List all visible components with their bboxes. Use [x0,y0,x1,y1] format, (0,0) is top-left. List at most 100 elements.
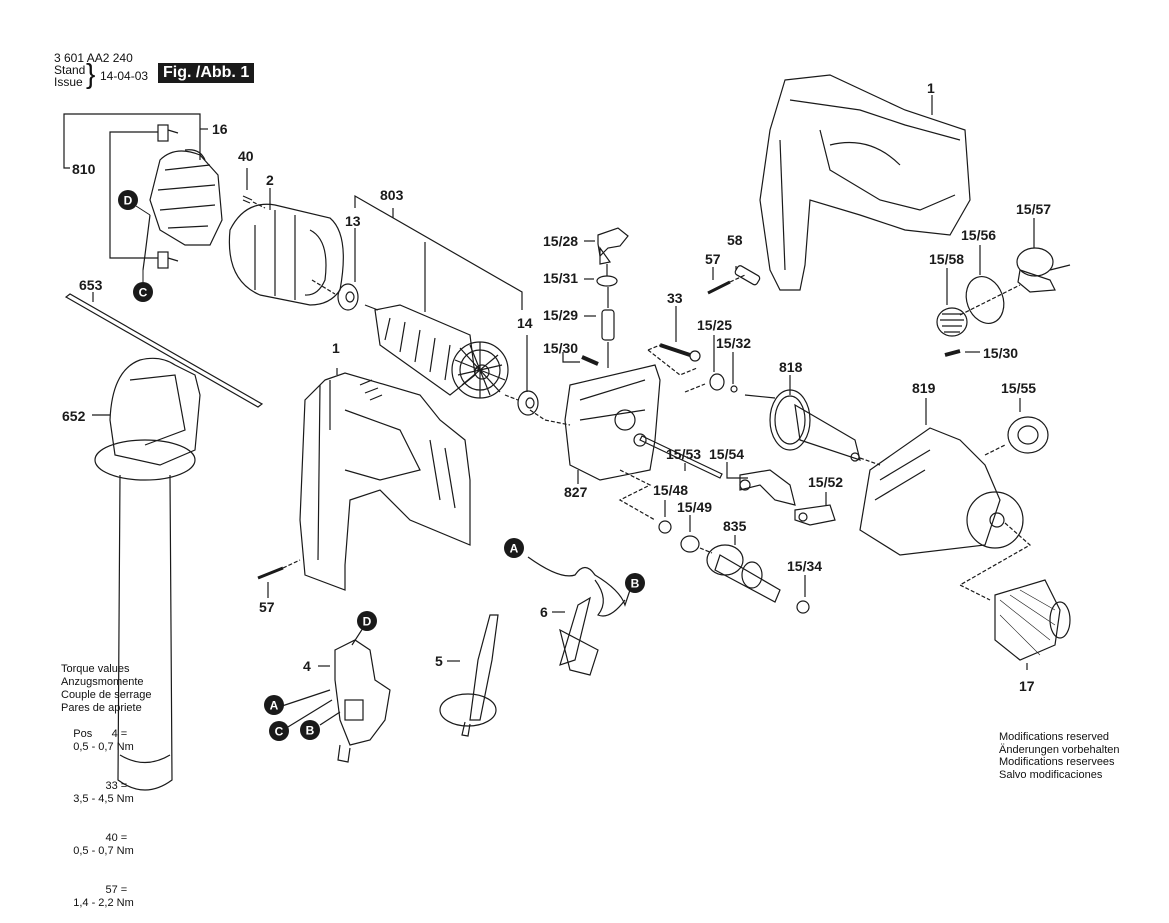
callout-15-29: 15/29 [543,307,578,323]
callout-653: 653 [79,277,103,293]
switch-4-part [281,627,391,763]
svg-text:B: B [631,577,640,591]
torque-value: 1,4 - 2,2 Nm [73,897,134,909]
connector-b-switch: B [300,720,320,740]
screw-57-left-part [257,559,301,598]
housing-half-left-part [299,368,471,591]
torque-values-block: Torque values Anzugsmomente Couple de se… [61,663,152,923]
mode-selector-parts [936,218,1071,357]
svg-text:C: C [139,286,148,300]
callout-15-54: 15/54 [709,446,744,462]
part-number: 3 601 AA2 240 [54,51,133,65]
torque-title-de: Anzugsmomente [61,676,144,688]
plate-15-52-part [794,492,836,526]
switch-lock-58-part [707,265,761,295]
callout-810: 810 [72,161,96,177]
callout-2: 2 [266,172,274,188]
torque-row: 40 = 0,5 - 0,7 Nm [61,819,152,871]
bracket-803 [354,194,523,312]
spindle-835-part [699,535,781,603]
callout-15-34: 15/34 [787,558,822,574]
bearing-13-part [337,228,359,311]
torque-pos: 57 = [105,884,128,896]
connector-c-switch: C [269,721,289,741]
callout-15-31: 15/31 [543,270,578,286]
callout-818: 818 [779,359,803,375]
gear-shaft-818-part [744,375,881,466]
brush-holder-part [142,124,223,271]
svg-text:D: D [124,194,133,208]
modifications-notice: Modifications reserved Änderungen vorbeh… [999,731,1119,781]
torque-pos: 33 = [105,780,128,792]
callout-803: 803 [380,187,404,203]
callout-58: 58 [727,232,743,248]
torque-row: 57 = 1,4 - 2,2 Nm [61,871,152,923]
torque-row: 33 = 3,5 - 4,5 Nm [61,767,152,819]
callout-15-55: 15/55 [1001,380,1036,396]
chuck-17-part [994,579,1071,670]
callout-819: 819 [912,380,936,396]
stator-part [228,188,344,306]
callout-57-left: 57 [259,599,275,615]
callout-15-28: 15/28 [543,233,578,249]
torque-value: 0,5 - 0,7 Nm [73,741,134,753]
torque-title-en: Torque values [61,663,130,675]
callout-labels: 1 1 2 4 5 6 13 14 16 17 33 40 57 57 58 6… [62,80,1051,694]
callout-1-mid: 1 [332,340,340,356]
torque-value: 3,5 - 4,5 Nm [73,793,134,805]
connector-d-switch: D [357,611,377,631]
clutch-15-55-part [984,398,1049,456]
svg-text:C: C [275,725,284,739]
modifications-fr: Modifications reservees [999,756,1115,768]
callout-15-32: 15/32 [716,335,751,351]
connector-a-switch: A [264,695,284,715]
carbon-brush-tool-5-part [439,614,499,737]
callout-835: 835 [723,518,747,534]
connector-markers: D C A B D A C B [118,190,645,741]
screw-40-part [242,168,266,209]
gear-head-819-part [859,398,1032,601]
modifications-de: Änderungen vorbehalten [999,743,1120,756]
callout-4: 4 [303,658,311,674]
issue-label: Issue [54,75,83,89]
callout-17: 17 [1019,678,1035,694]
callout-14: 14 [517,315,533,331]
svg-text:A: A [510,542,519,556]
callout-15-49: 15/49 [677,499,712,515]
callout-15-30-left: 15/30 [543,340,578,356]
callout-15-48: 15/48 [653,482,688,498]
stand-label: Stand [54,63,86,77]
callout-15-58: 15/58 [929,251,964,267]
callout-827: 827 [564,484,588,500]
issue-date: 14-04-03 [100,69,149,83]
callout-15-57: 15/57 [1016,201,1051,217]
modifications-es: Salvo modificaciones [999,768,1103,781]
callout-40: 40 [238,148,254,164]
armature-part [364,304,509,399]
connector-b-cable: B [625,573,645,593]
callout-57-right: 57 [705,251,721,267]
bracket-810 [63,113,208,259]
housing-half-right-part [759,74,971,291]
callout-15-56: 15/56 [961,227,996,243]
bearing-14-part [504,335,539,416]
callout-15-30-right: 15/30 [983,345,1018,361]
callout-13: 13 [345,213,361,229]
modifications-en: Modifications reserved [999,731,1110,743]
fork-15-54-part [726,462,796,506]
brace-icon: } [86,58,96,89]
torque-value: 0,5 - 0,7 Nm [73,845,134,857]
exploded-parts-diagram: 1 1 2 4 5 6 13 14 16 17 33 40 57 57 58 6… [62,74,1071,791]
callout-652: 652 [62,408,86,424]
switch-knob-stack-part [562,227,629,368]
cable-part-6 [527,556,631,676]
callout-16: 16 [212,121,228,137]
svg-text:D: D [363,615,372,629]
bearing-15-25-part [684,335,738,393]
callout-5: 5 [435,653,443,669]
torque-title-fr: Couple de serrage [61,689,152,701]
pos-label: Pos [73,728,93,740]
callout-6: 6 [540,604,548,620]
aux-handle-part [92,357,201,791]
